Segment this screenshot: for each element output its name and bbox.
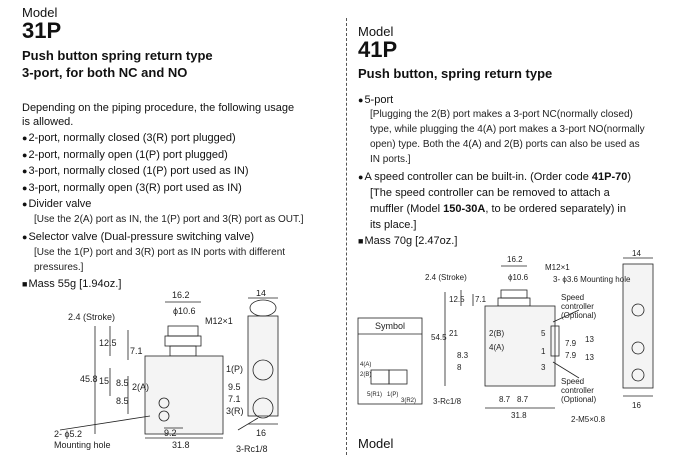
model-41p-section: Model 41P Push button, spring return typ…: [353, 0, 691, 455]
dimension-drawing-41p: 16.2 M12×1 2.4 (Stroke) ϕ10.6 3- ϕ3.6 Mo…: [357, 250, 654, 424]
usage-item: 2-port, normally open (1(P) port plugged…: [22, 148, 227, 162]
model-31p-section: Model 31P Push button spring return type…: [0, 0, 346, 455]
port-1p: 1(P): [226, 364, 243, 374]
m5-port-spec: 2-M5×0.8: [571, 415, 606, 424]
dim-12-5: 12.5: [99, 338, 117, 348]
dim-45-8: 45.8: [80, 374, 98, 384]
port-4a: 4(A): [489, 343, 504, 352]
feature-speed-controller: A speed controller can be built-in. (Ord…: [358, 170, 631, 184]
speed-controller-label: controller: [561, 302, 594, 311]
usage-item: 2-port, normally closed (3(R) port plugg…: [22, 131, 235, 145]
dim-stroke: 2.4 (Stroke): [68, 312, 115, 322]
usage-item: Divider valve: [22, 197, 91, 211]
dim-13: 13: [585, 335, 594, 344]
dim-14: 14: [632, 250, 641, 258]
dim-9-2: 9.2: [164, 428, 177, 438]
dim-7-1b: 7.1: [228, 394, 241, 404]
rc-port-spec: 3-Rc1/8: [433, 397, 462, 406]
dim-21: 21: [449, 329, 458, 338]
dim-7-1: 7.1: [130, 346, 143, 356]
speed-controller-label: (Optional): [561, 311, 596, 320]
mount-hole-spec: 2- ϕ5.2: [54, 429, 82, 439]
dim-16-2: 16.2: [507, 255, 523, 264]
dim-16: 16: [632, 401, 641, 410]
dim-8-7: 8.7: [499, 395, 511, 404]
mount-hole-label: Mounting hole: [54, 440, 111, 450]
dim-stroke: 2.4 (Stroke): [425, 273, 467, 282]
speed-controller-label: controller: [561, 386, 594, 395]
model-label: Model: [22, 5, 58, 20]
mount-hole-spec: 3- ϕ3.6 Mounting hole: [553, 275, 631, 284]
dim-7-1: 7.1: [475, 295, 487, 304]
divider-note: [Use the 2(A) port as IN, the 1(P) port …: [34, 214, 304, 225]
dim-8-5: 8.5: [116, 396, 129, 406]
column-divider: [346, 18, 347, 455]
dim-phi10-6: ϕ10.6: [508, 273, 529, 282]
speed-controller-label: Speed: [561, 293, 584, 302]
model-number: 31P: [22, 18, 62, 43]
mass-spec: Mass 55g [1.94oz.]: [22, 277, 121, 291]
next-model-label: Model: [358, 436, 394, 451]
dim-16: 16: [256, 428, 266, 438]
port-3: 3: [541, 363, 546, 372]
dim-31-8: 31.8: [511, 411, 527, 420]
selector-note-2: pressures.]: [34, 262, 84, 273]
dim-7-9: 7.9: [565, 339, 577, 348]
dim-phi10-6: ϕ10.6: [173, 306, 196, 316]
mass-spec: Mass 70g [2.47oz.]: [358, 234, 457, 248]
dim-13: 13: [585, 353, 594, 362]
port-2b: 2(B): [489, 329, 504, 338]
symbol-port-3r2: 3(R2): [401, 398, 416, 404]
speed-controller-label: (Optional): [561, 395, 596, 404]
intro-line-1: Depending on the piping procedure, the f…: [22, 102, 295, 114]
dim-m12: M12×1: [205, 316, 233, 326]
port-3r: 3(R): [226, 406, 244, 416]
dim-8-7: 8.7: [517, 395, 529, 404]
dim-8-3: 8.3: [457, 351, 469, 360]
dimension-drawing-31p: 16.2 ϕ10.6 14 2.4 (Stroke) M12×1 12.5 7.…: [54, 290, 279, 454]
port-2a: 2(A): [132, 382, 149, 392]
dim-m12: M12×1: [545, 263, 570, 272]
model-number: 41P: [358, 37, 398, 62]
symbol-port-2b: 2(B): [360, 372, 371, 378]
title-line-2: 3-port, for both NC and NO: [22, 65, 188, 80]
symbol-label: Symbol: [375, 321, 405, 331]
title-line-1: Push button spring return type: [22, 48, 213, 63]
note-speed-3: its place.]: [370, 219, 417, 231]
note-5port-2: type, while plugging the 4(A) port makes…: [370, 124, 645, 135]
dim-31-8: 31.8: [172, 440, 190, 450]
dim-7-9: 7.9: [565, 351, 577, 360]
dim-16-2: 16.2: [172, 290, 190, 300]
dim-8: 8: [457, 363, 462, 372]
note-5port-4: IN ports.]: [370, 154, 411, 165]
note-speed-1: [The speed controller can be removed to …: [370, 187, 610, 199]
usage-item: 3-port, normally open (3(R) port used as…: [22, 181, 241, 195]
model-label: Model: [358, 24, 394, 39]
intro-line-2: is allowed.: [22, 116, 74, 128]
dim-15: 15: [99, 376, 109, 386]
usage-item: Selector valve (Dual-pressure switching …: [22, 230, 254, 244]
note-5port-3: open) type. Both the 4(A) and 2(B) ports…: [370, 139, 640, 150]
dim-9-5: 9.5: [228, 382, 241, 392]
dim-12-5: 12.5: [449, 295, 465, 304]
usage-item: 3-port, normally closed (1(P) port used …: [22, 164, 248, 178]
note-speed-2: muffler (Model 150-30A, to be ordered se…: [370, 203, 626, 215]
port-5: 5: [541, 329, 546, 338]
selector-note-1: [Use the 1(P) port and 3(R) port as IN p…: [34, 247, 286, 258]
speed-controller-label: Speed: [561, 377, 584, 386]
title: Push button, spring return type: [358, 66, 553, 81]
rc-port-spec: 3-Rc1/8: [236, 444, 268, 454]
symbol-port-5r1: 5(R1): [367, 392, 382, 398]
dim-14: 14: [256, 290, 266, 298]
note-5port-1: [Plugging the 2(B) port makes a 3-port N…: [370, 109, 633, 120]
dim-54-5: 54.5: [431, 333, 447, 342]
port-1: 1: [541, 347, 546, 356]
dim-8-5: 8.5: [116, 378, 129, 388]
symbol-port-1p: 1(P): [387, 392, 398, 398]
feature-5port: 5-port: [358, 93, 393, 107]
symbol-port-4a: 4(A): [360, 362, 371, 368]
